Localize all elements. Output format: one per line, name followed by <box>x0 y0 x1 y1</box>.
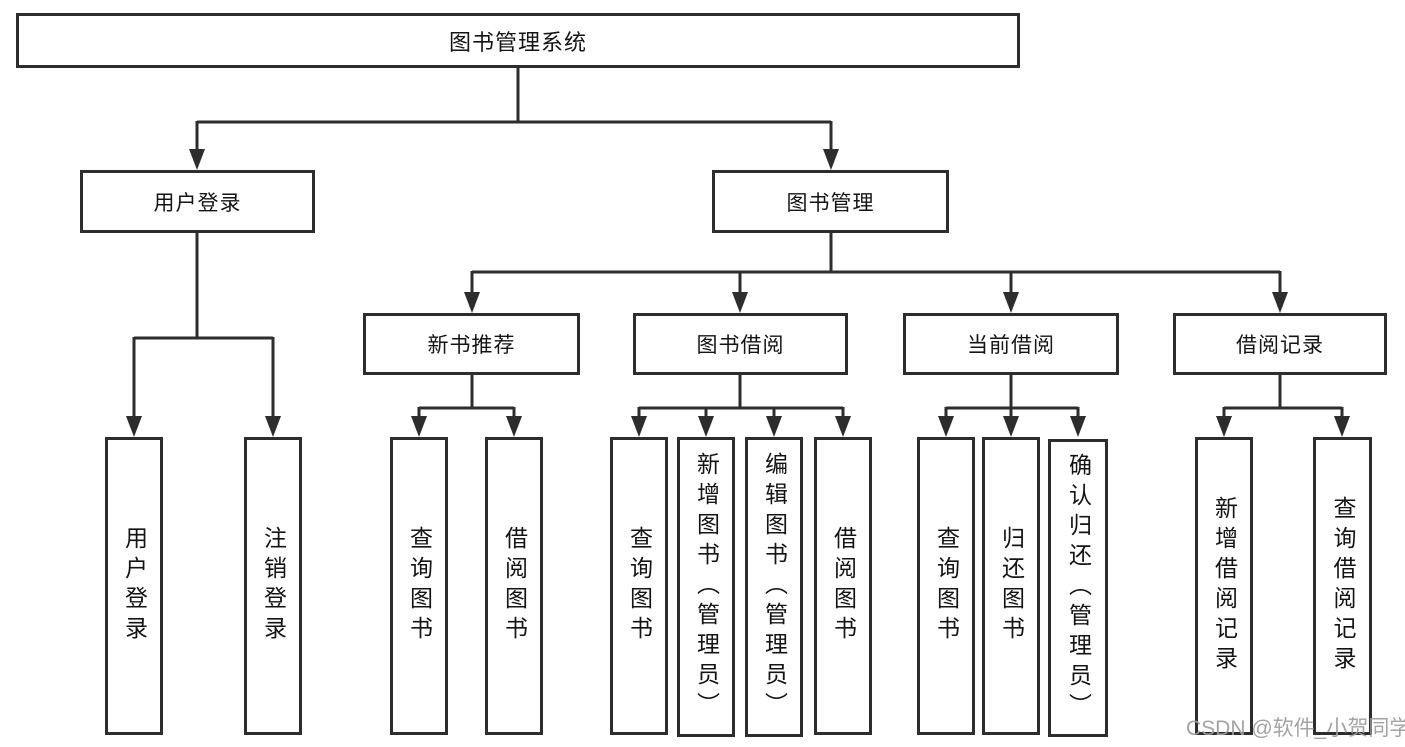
node-library-management-system: 图书管理系统 <box>16 13 1020 68</box>
node-new-book-recommendation: 新书推荐 <box>363 313 580 375</box>
node-book-management-branch: 图书管理 <box>712 170 949 233</box>
leaf-add-borrow-record: 新增借阅记录 <box>1195 437 1253 735</box>
leaf-return-books: 归还图书 <box>982 437 1040 735</box>
leaf-query-borrow-record: 查询借阅记录 <box>1313 437 1372 735</box>
node-current-borrowing: 当前借阅 <box>903 313 1119 375</box>
leaf-borrow-books: 借阅图书 <box>814 437 872 735</box>
arrowheads <box>126 149 1350 437</box>
leaf-query-books: 查询图书 <box>390 437 448 735</box>
node-book-borrowing: 图书借阅 <box>633 313 848 375</box>
csdn-watermark: CSDN @软件_小贺同学 <box>1186 717 1405 740</box>
leaf-logout: 注销登录 <box>244 437 302 735</box>
leaf-query-books: 查询图书 <box>610 437 668 735</box>
leaf-edit-books-admin: 编辑图书（管理员） <box>745 437 803 737</box>
leaf-add-books-admin: 新增图书（管理员） <box>677 437 735 737</box>
node-user-login-branch: 用户登录 <box>80 170 315 233</box>
leaf-confirm-return-admin: 确认归还（管理员） <box>1048 439 1108 737</box>
leaf-borrow-books: 借阅图书 <box>485 437 543 735</box>
leaf-user-login: 用户登录 <box>105 437 163 735</box>
node-borrowing-records: 借阅记录 <box>1173 313 1387 375</box>
leaf-query-books: 查询图书 <box>917 437 975 735</box>
